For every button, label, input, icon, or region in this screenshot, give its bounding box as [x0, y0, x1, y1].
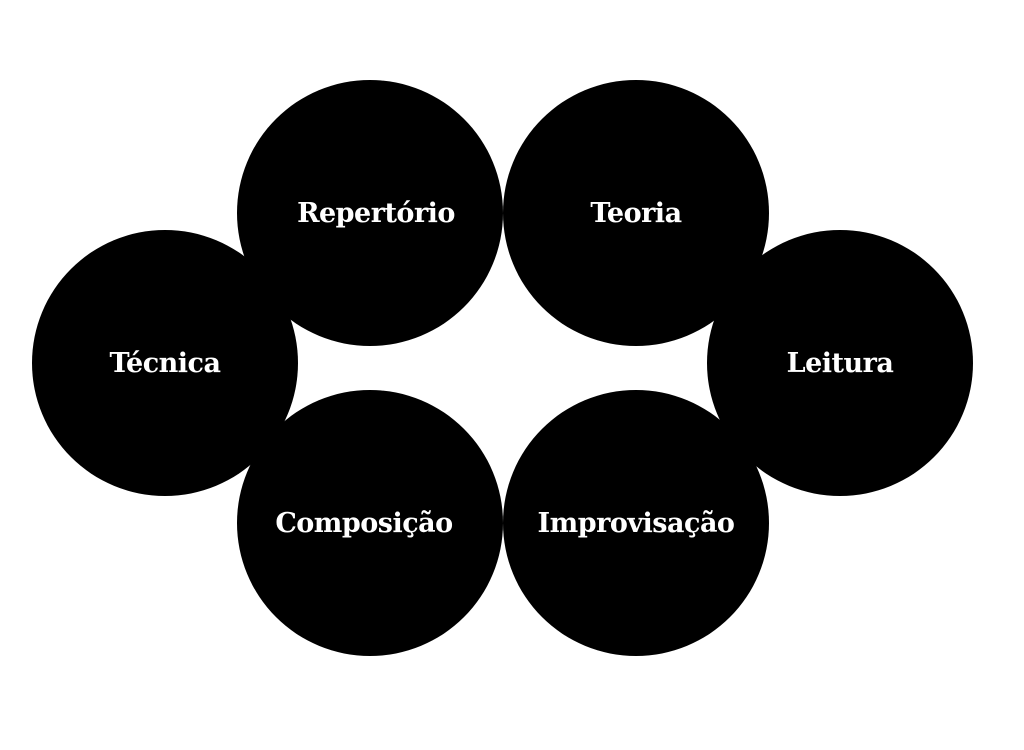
- node-label-composicao: Composição: [275, 507, 453, 539]
- node-label-improvisacao: Improvisação: [537, 507, 735, 539]
- node-label-repertorio: Repertório: [297, 197, 455, 229]
- node-label-leitura: Leitura: [786, 347, 894, 379]
- node-leitura: Leitura: [707, 230, 973, 496]
- node-label-teoria: Teoria: [590, 197, 682, 229]
- node-improvisacao: Improvisação: [503, 390, 769, 656]
- node-repertorio: Repertório: [237, 80, 503, 346]
- node-composicao: Composição: [237, 390, 503, 656]
- node-label-tecnica: Técnica: [109, 347, 221, 379]
